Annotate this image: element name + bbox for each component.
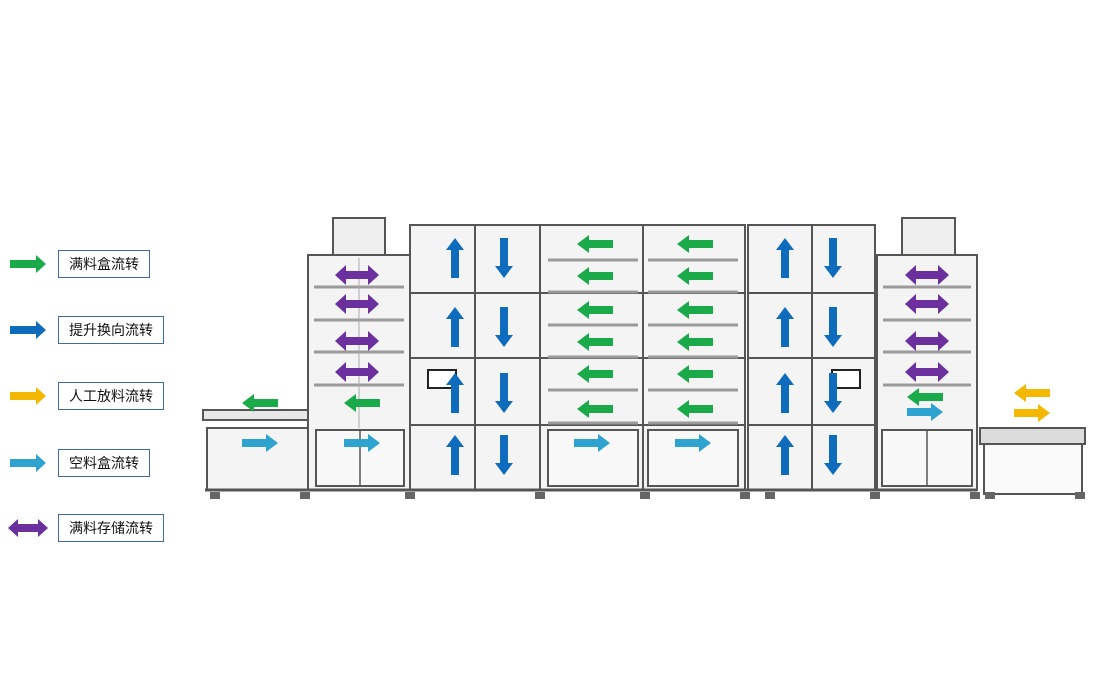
storage-arrow [335,294,379,314]
full-box-arrow [577,267,613,285]
lift-up-arrow [776,373,794,413]
empty-box-arrow [574,434,610,452]
full-box-arrow [577,235,613,253]
leveling-foot [300,492,310,499]
leveling-foot [640,492,650,499]
lift-up-arrow [446,435,464,475]
legend-item-manual-flow: 人工放料流转 [8,382,164,410]
full-box-arrow [577,400,613,418]
leveling-foot [765,492,775,499]
middle-cabinet-door [547,429,639,487]
purple-double-arrow-icon [8,519,48,537]
leveling-foot [535,492,545,499]
legend-item-storage-flow: 满料存储流转 [8,514,164,542]
leveling-foot [210,492,220,499]
leveling-foot [985,492,995,499]
lift-down-arrow [824,373,842,413]
light-blue-arrow-icon [10,454,46,472]
full-box-arrow [677,267,713,285]
lift-down-arrow [495,373,513,413]
lift-up-arrow [776,238,794,278]
manual-feed-arrow [1014,384,1050,402]
storage-arrow [905,265,949,285]
legend-label: 人工放料流转 [58,382,164,410]
legend-item-lift-flow: 提升换向流转 [8,316,164,344]
lift-up-arrow [446,307,464,347]
storage-arrow [905,331,949,351]
storage-arrow [905,362,949,382]
legend-label: 满料存储流转 [58,514,164,542]
storage-arrow [335,331,379,351]
legend-label: 空料盒流转 [58,449,150,477]
leveling-foot [1075,492,1085,499]
leveling-foot [740,492,750,499]
legend-label: 满料盒流转 [58,250,150,278]
full-box-arrow [577,301,613,319]
empty-box-arrow [242,434,278,452]
empty-box-arrow [344,434,380,452]
full-box-arrow [242,394,278,412]
left-conveyor-belt [202,409,311,421]
manual-feed-arrow [1014,404,1050,422]
full-box-arrow [577,333,613,351]
left-conveyor-frame [206,427,311,491]
legend-item-full-box-flow: 满料盒流转 [8,250,150,278]
right-conveyor-frame [983,443,1083,495]
full-box-arrow [677,400,713,418]
yellow-arrow-icon [10,387,46,405]
lift-up-arrow [446,373,464,413]
leveling-foot [970,492,980,499]
full-box-arrow [677,301,713,319]
legend-item-empty-box-flow: 空料盒流转 [8,449,150,477]
green-arrow-icon [10,255,46,273]
left-storage-cap [332,217,386,256]
full-box-arrow [677,333,713,351]
legend-label: 提升换向流转 [58,316,164,344]
empty-box-arrow [907,403,943,421]
lift-down-arrow [824,435,842,475]
lift-down-arrow [495,307,513,347]
blue-arrow-icon [10,321,46,339]
right-conveyor-belt [979,427,1086,445]
full-box-arrow [907,388,943,406]
flow-arrows [242,235,1050,475]
lift-up-arrow [776,435,794,475]
lift-up-arrow [776,307,794,347]
empty-box-arrow [675,434,711,452]
storage-arrow [335,265,379,285]
storage-arrow [905,294,949,314]
lift-down-arrow [824,307,842,347]
full-box-arrow [677,365,713,383]
machine-frames [202,217,1086,499]
full-box-arrow [344,394,380,412]
lift-up-arrow [446,238,464,278]
lift-down-arrow [495,435,513,475]
lift-down-arrow [824,238,842,278]
leveling-foot [405,492,415,499]
full-box-arrow [677,235,713,253]
leveling-foot [870,492,880,499]
full-box-arrow [577,365,613,383]
lift-down-arrow [495,238,513,278]
storage-arrow [335,362,379,382]
middle-cabinet-door [647,429,739,487]
right-storage-cap [901,217,956,256]
